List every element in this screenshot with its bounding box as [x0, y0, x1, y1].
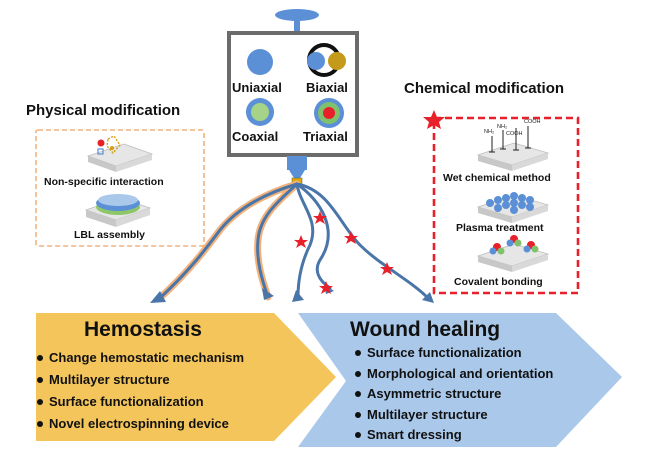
coaxial-icon: [246, 98, 274, 126]
wound-healing-arrow: [298, 313, 622, 447]
triaxial-icon: [314, 98, 344, 128]
wound-healing-bullet-list: Surface functionalization Morphological …: [354, 343, 553, 446]
biaxial-icon: [307, 43, 346, 77]
fiber-jets: [156, 180, 430, 302]
device-stem: [294, 19, 300, 33]
arrowhead-right-long: [422, 292, 434, 303]
arrowhead-left: [150, 291, 166, 303]
covalent-bonding-figure: [476, 235, 550, 272]
chemical-box-star: [423, 110, 445, 129]
formula-nh2-top: NH₂: [497, 124, 508, 130]
wound-healing-bullet: Morphological and orientation: [354, 364, 553, 385]
chemical-modification-title: Chemical modification: [404, 80, 565, 97]
non-specific-interaction-figure: [86, 135, 154, 172]
arrowhead-mid: [262, 288, 274, 300]
physical-modification-title: Physical modification: [26, 102, 181, 119]
non-specific-interaction-label: Non-specific interaction: [44, 176, 164, 188]
device-nozzle: [287, 156, 307, 170]
wound-healing-bullet: Asymmetric structure: [354, 384, 553, 405]
uniaxial-label: Uniaxial: [232, 80, 282, 95]
red-stars: [294, 110, 445, 294]
wound-healing-bullet: Multilayer structure: [354, 405, 553, 426]
fiber-right-long: [295, 182, 430, 300]
hemostasis-title: Hemostasis: [84, 318, 202, 341]
hemostasis-arrow: [36, 313, 336, 441]
biaxial-label: Biaxial: [306, 80, 348, 95]
plasma-treatment-label: Plasma treatment: [456, 222, 544, 234]
formula-cooh-top: COOH: [524, 119, 541, 125]
star: [294, 235, 308, 248]
fiber-mid: [256, 182, 299, 299]
star: [344, 231, 358, 244]
physical-modification-box: [35, 129, 205, 247]
arrowhead-center: [292, 290, 304, 302]
triaxial-label: Triaxial: [303, 129, 348, 144]
wound-healing-bullet: Smart dressing: [354, 425, 553, 446]
uniaxial-icon: [247, 49, 273, 75]
lbl-assembly-figure: [84, 194, 152, 227]
hemostasis-bullet: Multilayer structure: [36, 369, 244, 391]
formula-nh2-left: NH₂: [484, 129, 495, 135]
hemostasis-bullet: Change hemostatic mechanism: [36, 347, 244, 369]
covalent-bonding-label: Covalent bonding: [454, 276, 543, 288]
coaxial-label: Coaxial: [232, 129, 279, 144]
wet-chemical-method-label: Wet chemical method: [443, 172, 551, 184]
formula-cooh-mid: COOH: [506, 131, 523, 137]
hemostasis-bullet: Novel electrospinning device: [36, 413, 244, 435]
star: [319, 281, 333, 294]
plasma-treatment-figure: [476, 192, 550, 223]
electrospinning-device: [227, 9, 359, 185]
chemical-modification-box: [432, 116, 580, 295]
hemostasis-bullet-list: Change hemostatic mechanism Multilayer s…: [36, 347, 244, 435]
star: [313, 211, 327, 224]
wet-chemical-figure: [476, 126, 550, 171]
lbl-assembly-label: LBL assembly: [74, 229, 146, 241]
wound-healing-bullet: Surface functionalization: [354, 343, 553, 364]
wound-healing-title: Wound healing: [350, 318, 501, 341]
star: [380, 262, 394, 275]
device-nozzle-tip: [289, 170, 305, 178]
fiber-left: [158, 182, 299, 300]
fiber-center: [295, 182, 315, 299]
device-top-cap: [275, 9, 319, 21]
fiber-right-short: [295, 182, 332, 290]
hemostasis-bullet: Surface functionalization: [36, 391, 244, 413]
